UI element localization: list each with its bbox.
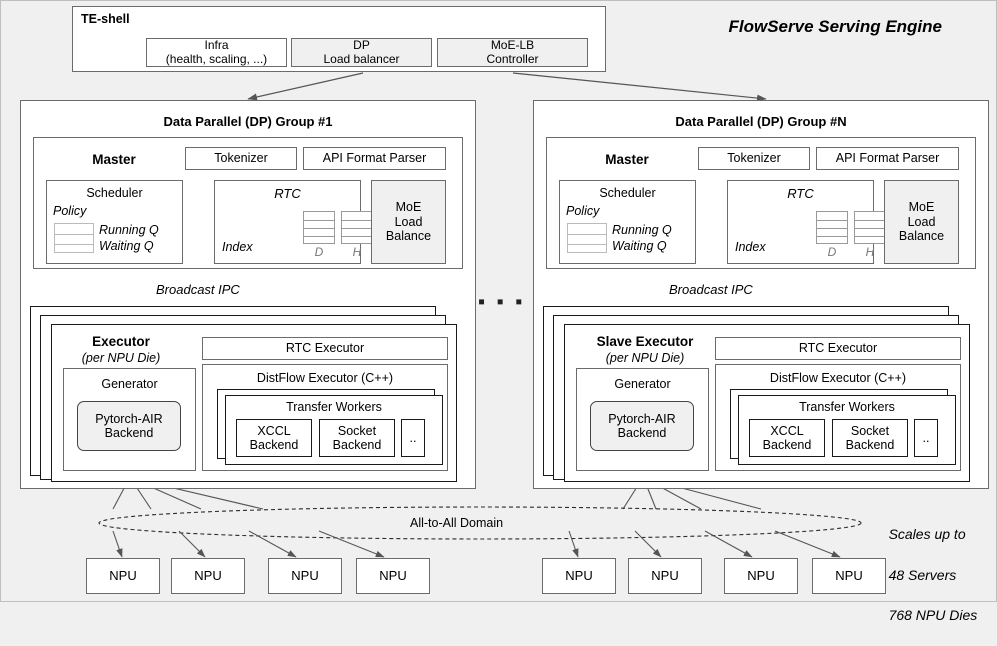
npu-left-2[interactable]: NPU: [171, 558, 245, 594]
te-shell-infra[interactable]: Infra(health, scaling, ...): [146, 38, 287, 67]
rtc-title-1: RTC: [274, 186, 301, 201]
generator-label-1: Generator: [101, 377, 158, 391]
rtc-col-d-n: D: [827, 245, 837, 259]
npu-right-3[interactable]: NPU: [724, 558, 798, 594]
tokenizer-1[interactable]: Tokenizer: [185, 147, 297, 170]
scale-note-line-1: Scales up to: [888, 526, 966, 543]
transfer-workers-label-1: Transfer Workers: [286, 400, 382, 414]
distflow-label-1: DistFlow Executor (C++): [256, 371, 394, 385]
rtc-title-n: RTC: [787, 186, 814, 201]
rtc-col-d-1: D: [314, 245, 324, 259]
generator-label-n: Generator: [614, 377, 671, 391]
queue-stack-1: [54, 223, 94, 253]
waiting-q-label-1: Waiting Q: [99, 239, 154, 253]
npu-right-1[interactable]: NPU: [542, 558, 616, 594]
diagram-canvas: FlowServe Serving Engine TE-shell Infra(…: [0, 0, 997, 623]
all-to-all-domain-label: All-to-All Domain: [410, 516, 504, 530]
running-q-label-1: Running Q: [99, 223, 159, 237]
broadcast-ipc-label-n: Broadcast IPC: [669, 282, 753, 297]
scale-note: Scales up to 48 Servers 768 NPU Dies: [873, 504, 978, 646]
scheduler-title-1: Scheduler: [86, 186, 143, 200]
rtc-table-d-1: [303, 211, 335, 244]
npu-right-4[interactable]: NPU: [812, 558, 886, 594]
waiting-q-label-n: Waiting Q: [612, 239, 667, 253]
executor-sublabel-n: (per NPU Die): [605, 351, 685, 365]
running-q-label-n: Running Q: [612, 223, 672, 237]
infra-text: Infra(health, scaling, ...): [165, 37, 268, 66]
dp-group-n-title: Data Parallel (DP) Group #N: [675, 114, 847, 129]
dp-group-1-title: Data Parallel (DP) Group #1: [163, 114, 333, 129]
groups-ellipsis: ▪ ▪ ▪: [478, 291, 526, 313]
scheduler-policy-1: Policy: [53, 204, 87, 218]
more-backends-n[interactable]: ..: [914, 419, 938, 457]
rtc-table-h-n: [854, 211, 886, 244]
broadcast-ipc-label-1: Broadcast IPC: [156, 282, 240, 297]
scale-note-line-3: 768 NPU Dies: [888, 607, 978, 624]
rtc-executor-1[interactable]: RTC Executor: [202, 337, 448, 360]
master-label-1: Master: [92, 152, 136, 167]
rtc-box-n[interactable]: [727, 180, 874, 264]
npu-left-3[interactable]: NPU: [268, 558, 342, 594]
rtc-col-h-n: H: [865, 245, 875, 259]
executor-label-1: Executor: [92, 334, 150, 349]
rtc-table-h-1: [341, 211, 373, 244]
rtc-col-h-1: H: [352, 245, 362, 259]
scale-note-line-2: 48 Servers: [888, 566, 957, 583]
figure-title: FlowServe Serving Engine: [728, 17, 942, 36]
rtc-table-d-n: [816, 211, 848, 244]
queue-stack-n: [567, 223, 607, 253]
scheduler-policy-n: Policy: [566, 204, 600, 218]
executor-label-n: Slave Executor: [596, 334, 694, 349]
tokenizer-n[interactable]: Tokenizer: [698, 147, 810, 170]
api-format-parser-1[interactable]: API Format Parser: [303, 147, 446, 170]
api-format-parser-n[interactable]: API Format Parser: [816, 147, 959, 170]
distflow-label-n: DistFlow Executor (C++): [769, 371, 907, 385]
executor-sublabel-1: (per NPU Die): [81, 351, 161, 365]
rtc-executor-n[interactable]: RTC Executor: [715, 337, 961, 360]
npu-left-4[interactable]: NPU: [356, 558, 430, 594]
more-backends-1[interactable]: ..: [401, 419, 425, 457]
npu-left-1[interactable]: NPU: [86, 558, 160, 594]
npu-right-2[interactable]: NPU: [628, 558, 702, 594]
rtc-index-label-1: Index: [222, 240, 253, 254]
scheduler-title-n: Scheduler: [599, 186, 656, 200]
rtc-index-label-n: Index: [735, 240, 766, 254]
transfer-workers-label-n: Transfer Workers: [799, 400, 895, 414]
te-shell-label: TE-shell: [81, 12, 130, 26]
master-label-n: Master: [605, 152, 649, 167]
